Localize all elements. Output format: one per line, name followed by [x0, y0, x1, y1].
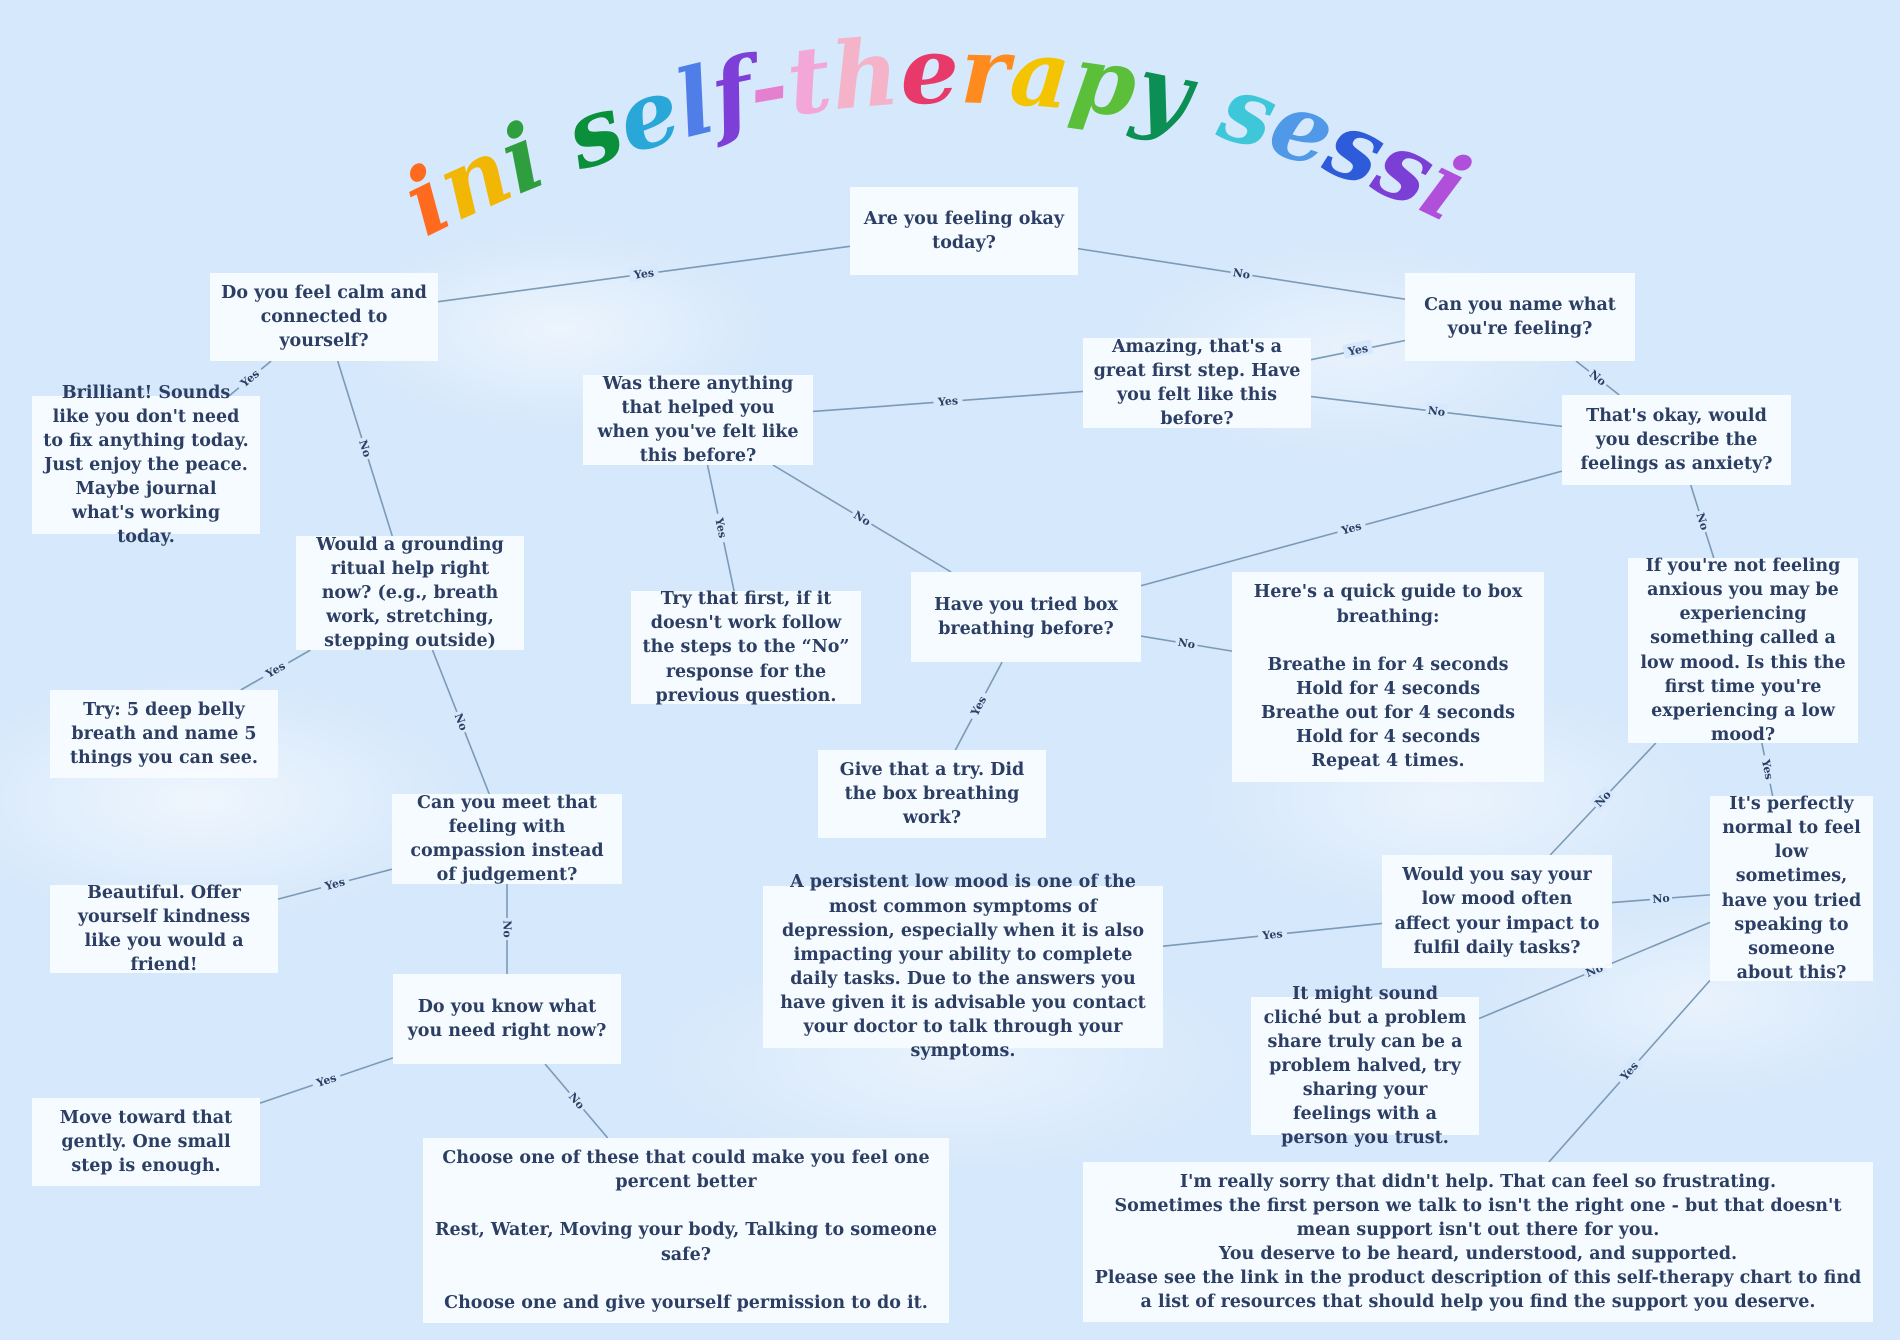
connector-label-text: No — [1232, 266, 1251, 282]
connector-label-n15-n17: No — [1174, 633, 1199, 652]
connector-label-text: Yes — [314, 1071, 338, 1090]
connector-label-n12-n13: Yes — [932, 392, 963, 409]
connector-label-text: Yes — [1759, 757, 1776, 780]
connector-label-text: No — [1427, 404, 1446, 419]
question-speaking-to-someone: It's perfectly normal to feel low someti… — [1710, 794, 1873, 983]
connector-label-n13-n14: Yes — [711, 512, 732, 544]
connector-label-n18-n19: No — [1693, 508, 1714, 534]
guide-box-breathing: Here's a quick guide to box breathing: B… — [1232, 572, 1544, 782]
connector-label-text: Yes — [1346, 342, 1369, 359]
title-graphic: mini self-therapy session — [0, 0, 1485, 257]
question-grounding-ritual: Would a grounding ritual help right now?… — [296, 535, 524, 651]
connector-label-n21-n22: Yes — [1257, 925, 1288, 942]
connector-label-n12-n18: No — [1424, 402, 1449, 419]
connector-label-text: No — [1177, 636, 1196, 652]
question-anxiety: That's okay, would you describe the feel… — [1562, 395, 1791, 485]
question-feeling-okay: Are you feeling okay today? — [850, 187, 1078, 275]
connector-label-text: Yes — [323, 875, 347, 893]
connector-label-n18-n15: Yes — [1335, 516, 1368, 539]
question-box-breathing-tried: Have you tried box breathing before? — [911, 572, 1141, 662]
connector-label-n11-n12: Yes — [1342, 339, 1374, 359]
answer-contact-doctor: A persistent low mood is one of the most… — [763, 872, 1163, 1061]
connector-label-text: No — [356, 438, 374, 458]
connector-label-text: No — [1693, 511, 1711, 532]
question-daily-tasks-impact: Would you say your low mood often affect… — [1382, 855, 1612, 968]
connector-label-text: Yes — [1261, 927, 1283, 942]
answer-try-that-first: Try that first, if it doesn't work follo… — [631, 589, 861, 706]
connector-label-n15-n16: Yes — [964, 689, 991, 722]
connector-label-text: Yes — [937, 394, 959, 409]
connector-label-n2-n4: No — [355, 435, 376, 461]
connector-label-n19-n20: Yes — [1758, 753, 1778, 785]
question-name-feeling: Can you name what you're feeling? — [1405, 273, 1635, 361]
question-did-box-breathing-work: Give that a try. Did the box breathing w… — [818, 750, 1046, 838]
connector-label-text: No — [452, 712, 470, 733]
answer-one-percent-better: Choose one of these that could make you … — [423, 1138, 949, 1323]
connector-label-n1-n11: No — [1229, 264, 1254, 282]
connector-label-n4-n5: Yes — [259, 655, 292, 683]
question-what-helped-before: Was there anything that helped you when … — [583, 374, 813, 466]
connector-label-text: No — [501, 920, 514, 937]
question-know-what-you-need: Do you know what you need right now? — [393, 974, 621, 1064]
question-compassion: Can you meet that feeling with compassio… — [392, 793, 622, 885]
answer-move-toward-gently: Move toward that gently. One small step … — [32, 1098, 260, 1186]
connector-label-text: Yes — [712, 516, 729, 539]
connector-label-n8-n9: Yes — [310, 1068, 343, 1091]
connector-label-n13-n15: No — [849, 505, 876, 530]
answer-brilliant-enjoy-peace: Brilliant! Sounds like you don't need to… — [32, 383, 260, 547]
connector-label-n1-n2: Yes — [628, 264, 660, 282]
connector-label-text: No — [1652, 892, 1670, 906]
answer-problem-shared: It might sound cliché but a problem shar… — [1251, 984, 1479, 1148]
connector-label-text: Yes — [1339, 520, 1363, 538]
connector-label-n6-n7: Yes — [318, 872, 351, 894]
connector-label-text: Yes — [632, 266, 655, 282]
question-calm-connected: Do you feel calm and connected to yourse… — [210, 273, 438, 361]
question-felt-like-this-before: Amazing, that's a great first step. Have… — [1083, 337, 1311, 429]
answer-sorry-support: I'm really sorry that didn't help. That … — [1083, 1162, 1873, 1322]
answer-offer-kindness: Beautiful. Offer yourself kindness like … — [50, 883, 278, 975]
connector-label-n4-n6: No — [451, 708, 473, 735]
answer-belly-breath: Try: 5 deep belly breath and name 5 thin… — [50, 690, 278, 778]
connector-label-n20-n21: No — [1649, 889, 1673, 906]
connector-label-n6-n8: No — [501, 918, 515, 940]
question-first-low-mood: If you're not feeling anxious you may be… — [1628, 556, 1858, 745]
